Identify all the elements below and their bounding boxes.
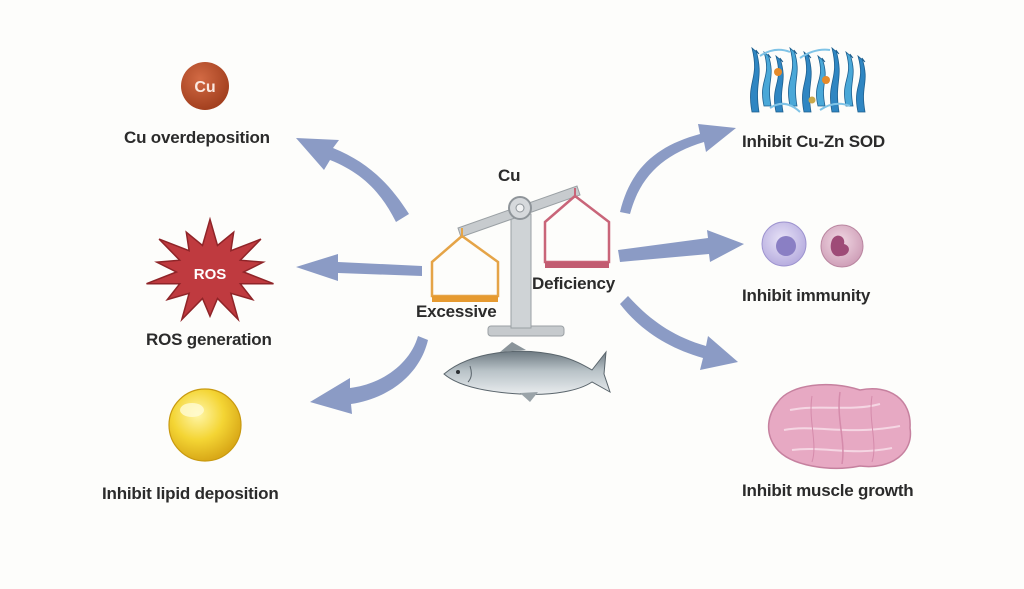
deficiency-pan	[543, 188, 611, 268]
sod-loop	[769, 102, 801, 113]
fish-icon	[443, 342, 611, 402]
balance-scale-icon	[430, 185, 611, 337]
sod-loop	[819, 102, 851, 111]
sod-loop	[759, 48, 791, 57]
excessive-pan	[430, 228, 500, 302]
arrow-to-immunity	[618, 230, 744, 262]
sod-beta-strand	[856, 54, 866, 113]
cu-zn-sod-protein-icon	[750, 46, 866, 113]
immune-cells-icon	[761, 221, 864, 268]
cu-atom-symbol: Cu	[194, 79, 215, 96]
sod-beta-strand	[788, 46, 798, 107]
arrow-to-ros-generation	[296, 254, 422, 281]
arrow-to-muscle-growth	[620, 296, 738, 370]
sod-beta-strand	[750, 46, 760, 113]
sod-beta-strand	[762, 50, 772, 107]
effect-inhibit-lipid-deposition: Inhibit lipid deposition	[102, 484, 279, 503]
excessive-label: Excessive	[416, 302, 497, 321]
sod-beta-strand	[816, 54, 826, 107]
ros-burst-icon: ROS	[146, 216, 274, 323]
effect-inhibit-immunity: Inhibit immunity	[742, 286, 871, 305]
sod-beta-strand	[830, 46, 840, 113]
effect-inhibit-cu-zn-sod: Inhibit Cu-Zn SOD	[742, 132, 885, 151]
sod-loop	[799, 48, 831, 59]
cu-atom-icon: Cu	[181, 62, 229, 110]
effect-ros-generation: ROS generation	[146, 330, 272, 349]
ros-symbol: ROS	[194, 266, 227, 283]
muscle-tissue-icon	[767, 383, 912, 469]
sod-beta-strand	[802, 50, 812, 113]
deficiency-label: Deficiency	[532, 274, 616, 293]
effect-cu-overdeposition: Cu overdeposition	[124, 128, 270, 147]
arrow-to-cu-overdeposition	[296, 138, 409, 222]
effect-inhibit-muscle-growth: Inhibit muscle growth	[742, 481, 914, 500]
sod-beta-strand	[844, 50, 854, 107]
lipid-droplet-icon	[168, 388, 242, 462]
arrow-to-cu-zn-sod	[620, 124, 736, 214]
center-element-label: Cu	[498, 166, 521, 185]
arrow-to-lipid-deposition	[310, 336, 428, 414]
